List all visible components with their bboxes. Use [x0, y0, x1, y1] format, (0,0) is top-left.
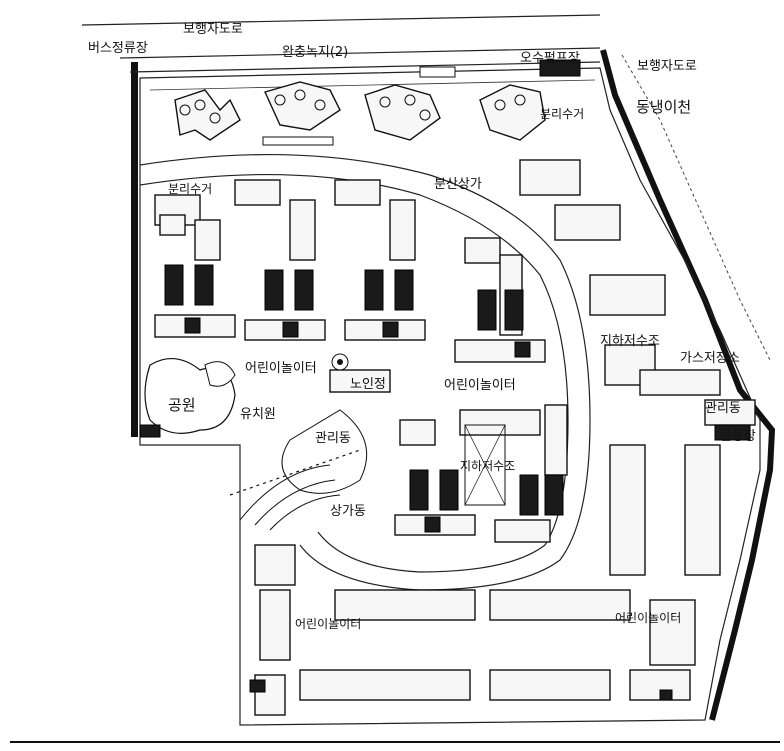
label-underground-center: 지하저수조 — [460, 459, 515, 473]
label-shopping-building: 상가동 — [330, 504, 366, 519]
management-building-left-fan — [239, 409, 368, 531]
label-playground-bottom-right: 어린이놀이터 — [615, 611, 681, 625]
label-waste-right: 분리수거 — [540, 107, 584, 121]
label-bus-stop: 버스정류장 — [88, 41, 148, 56]
building-block-3 — [364, 84, 441, 141]
label-sewage-pump: 오수펌프장 — [520, 51, 580, 66]
site-boundary — [10, 14, 780, 743]
label-playground-left: 어린이놀이터 — [245, 361, 317, 376]
label-playground-bottom-left: 어린이놀이터 — [295, 617, 361, 631]
label-management-right: 관리동 — [705, 401, 741, 416]
label-shopping-branch: 분산상가 — [434, 177, 482, 192]
label-sports-field: 운동장 — [720, 429, 756, 444]
building-cluster-bottom — [249, 544, 696, 716]
building-block-4 — [479, 84, 546, 141]
label-waste-left: 분리수거 — [168, 182, 212, 196]
label-buffer-green: 완충녹지(2) — [282, 45, 348, 60]
label-park: 공원 — [168, 396, 196, 414]
label-pedestrian-road-top: 보행자도로 — [183, 21, 243, 37]
building-cluster-top — [174, 59, 581, 146]
building-block-2 — [264, 81, 341, 131]
label-gas-storage: 가스저장소 — [680, 351, 740, 366]
building-cluster-inner-ring — [394, 237, 568, 543]
label-kindergarten: 유치원 — [240, 407, 276, 422]
label-stream: 동냉이천 — [636, 98, 691, 116]
label-underground-right: 지하저수조 — [600, 334, 660, 349]
label-senior-center: 노인정 — [350, 377, 386, 392]
building-cluster-right — [519, 159, 756, 576]
map-labels: 버스정류장 보행자도로 완충녹지(2) 오수펌프장 보행자도로 동냉이천 분리수… — [88, 21, 756, 631]
senior-center-building — [329, 353, 391, 393]
label-pedestrian-road-right: 보행자도로 — [637, 58, 697, 74]
park-area — [139, 358, 236, 438]
building-block-1 — [174, 89, 241, 141]
label-management-left: 관리동 — [315, 431, 351, 446]
building-cluster-central-left — [154, 179, 426, 341]
label-playground-mid: 어린이놀이터 — [444, 378, 516, 393]
